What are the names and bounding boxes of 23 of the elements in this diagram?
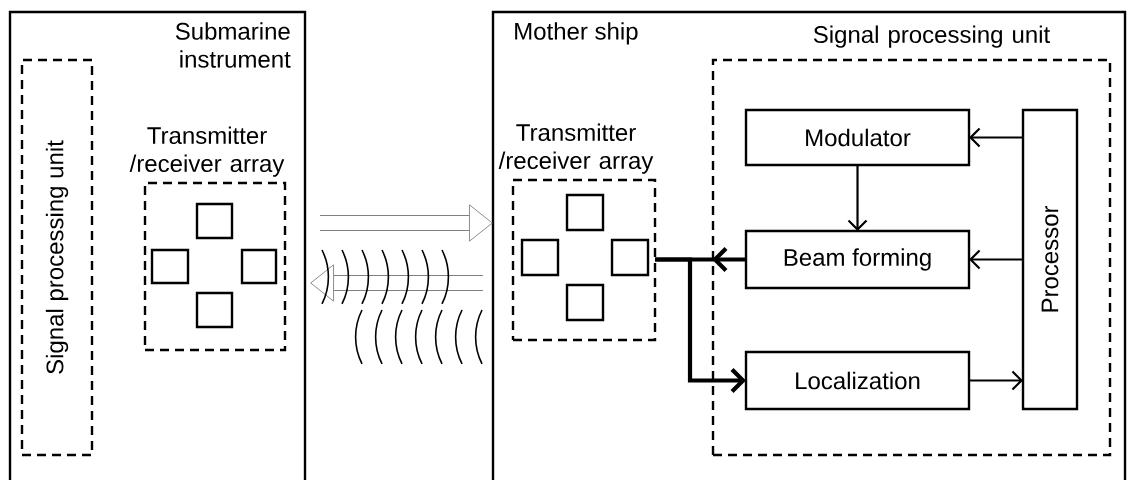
transducer-square bbox=[195, 291, 234, 329]
transducer-square bbox=[240, 248, 278, 285]
hollow-arrow bbox=[320, 204, 493, 242]
transducer-square bbox=[565, 283, 605, 322]
arrow bbox=[969, 370, 1023, 391]
process-box: Beam forming bbox=[744, 229, 971, 290]
dashed-box: Signal processing unit bbox=[20, 58, 94, 457]
arrow bbox=[969, 127, 1023, 148]
arrow bbox=[655, 257, 746, 393]
process-box: Modulator bbox=[744, 108, 971, 167]
arrow bbox=[969, 249, 1023, 270]
box-heading: Signal processing unit bbox=[813, 25, 1050, 48]
transducer-square bbox=[565, 193, 605, 232]
process-box: Localization bbox=[744, 350, 971, 411]
transducer-square bbox=[520, 238, 560, 277]
arrow bbox=[847, 165, 868, 231]
transducer-square bbox=[610, 238, 650, 277]
box-heading: Transmitter /receiver array bbox=[498, 123, 654, 174]
transducer-square bbox=[195, 202, 234, 240]
hollow-arrow bbox=[310, 264, 483, 302]
process-box: Processor bbox=[1021, 108, 1079, 411]
transducer-square bbox=[150, 248, 190, 285]
box-heading: Transmitter /receiver array bbox=[129, 126, 285, 177]
